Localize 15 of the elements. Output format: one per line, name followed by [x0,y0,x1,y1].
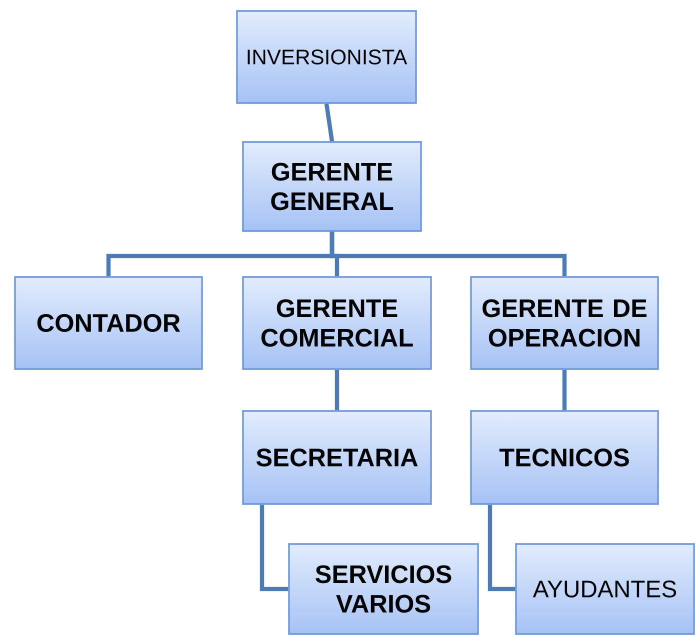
org-box: TECNICOS [470,410,659,505]
org-box: AYUDANTES [515,543,695,635]
org-box: SERVICIOS VARIOS [288,543,479,635]
connector-line [260,504,288,592]
org-box: GERENTE DE OPERACION [470,276,659,370]
connector-line [334,370,340,410]
org-box: INVERSIONISTA [236,10,417,104]
connector-line [330,232,567,276]
connector-line [324,104,334,142]
org-box: GERENTE GENERAL [242,141,422,232]
org-box: CONTADOR [14,276,203,370]
org-box: GERENTE COMERCIAL [242,276,432,370]
connector-line [562,370,567,410]
connector-line [488,504,516,592]
org-box: SECRETARIA [242,410,432,505]
